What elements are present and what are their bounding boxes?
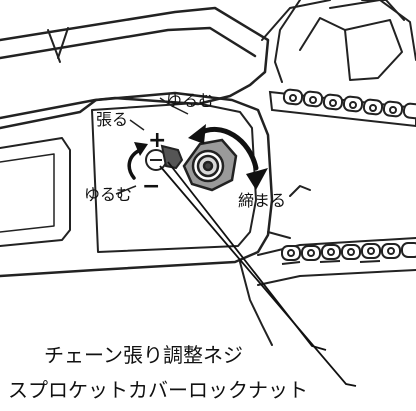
leader-tension-screw — [167, 161, 327, 351]
tension-screw — [145, 144, 184, 171]
leader-loosen-upper — [159, 97, 189, 115]
label-loosen-upper: ゆるむ — [166, 91, 214, 110]
housing-inner-edge — [0, 26, 257, 60]
rotation-arrow-screw — [127, 148, 142, 180]
rotation-arrow-screw-head — [134, 142, 148, 156]
motor-housing — [261, 0, 331, 83]
callout-sprocket-nut: スプロケットカバーロックナット — [8, 378, 308, 402]
guide-tip — [289, 185, 311, 197]
motor-housing-3 — [299, 0, 405, 51]
lower-body — [239, 231, 291, 346]
housing-outline — [0, 6, 270, 120]
plus-sign: + — [148, 128, 166, 153]
leader-loosen-lower — [115, 185, 137, 195]
label-loosen-lower: ゆるむ — [84, 185, 132, 204]
rotation-arrow-head-left — [188, 124, 206, 144]
callout-tension-screw: チェーン張り調整ネジ — [44, 343, 243, 367]
leader-sprocket-nut — [159, 165, 357, 387]
leader-tighten-upper — [129, 119, 145, 131]
sprocket-nut — [182, 138, 238, 192]
side-cover-inner — [91, 102, 257, 253]
minus-sign: − — [142, 174, 160, 199]
guide-bar-lower — [257, 237, 416, 286]
housing-slot-2 — [57, 27, 69, 59]
label-tighten-upper: 張る — [96, 110, 128, 129]
saw-chain-lower — [281, 242, 416, 265]
saw-chain-upper — [268, 88, 416, 128]
side-cover — [0, 91, 274, 278]
side-cover-left-block — [0, 137, 71, 247]
motor-housing-2 — [329, 0, 416, 81]
side-cover-left-block-2 — [0, 153, 55, 233]
rotation-arrow-head-down — [246, 168, 268, 190]
label-tighten-nut: 締まる — [238, 191, 286, 210]
